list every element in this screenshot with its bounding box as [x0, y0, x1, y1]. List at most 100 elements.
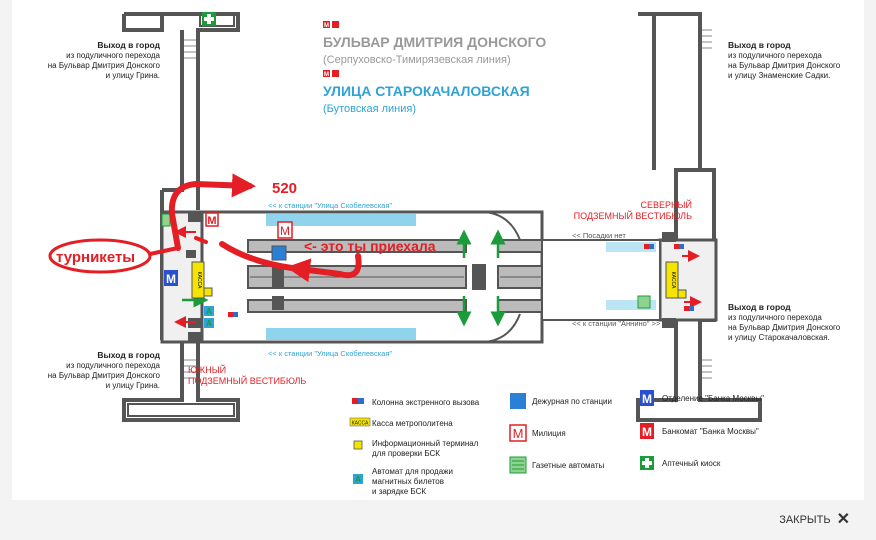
annotation-you-arrived: <- это ты приехала — [304, 238, 436, 254]
svg-text:Аптечный киоск: Аптечный киоск — [662, 459, 721, 468]
svg-text:КАССА: КАССА — [352, 421, 369, 427]
lower-track — [266, 328, 416, 340]
north-vestibule-label: СЕВЕРНЫЙ ПОДЗЕМНЫЙ ВЕСТИБЮЛЬ — [574, 199, 692, 221]
svg-text:и улицу Старокачаловская.: и улицу Старокачаловская. — [728, 333, 830, 342]
close-label: ЗАКРЫТЬ — [779, 514, 831, 526]
ticket-machine-legend-icon — [353, 474, 363, 484]
legend-newspaper: Газетные автоматы — [509, 456, 604, 474]
legend-ticket-machine: A Автомат для продажи магнитных билетов … — [353, 467, 453, 496]
central-arc-bottom — [483, 313, 521, 343]
right-track-bottom — [606, 300, 656, 310]
annotation-520: 520 — [272, 180, 297, 197]
svg-text:M: M — [324, 72, 329, 78]
legend-kassa: КАССА Касса метрополитена — [349, 417, 453, 428]
svg-text:A: A — [206, 307, 212, 316]
station-1: M БУЛЬВАР ДМИТРИЯ ДОНСКОГО (Серпуховско-… — [323, 21, 546, 66]
track-label-right-top: << Посадки нет — [572, 231, 626, 240]
svg-text:и улицу Знаменские Садки.: и улицу Знаменские Садки. — [728, 71, 830, 80]
station-2: M УЛИЦА СТАРОКАЧАЛОВСКАЯ (Бутовская лини… — [323, 70, 530, 115]
pylon-left-top — [272, 266, 284, 288]
annotation-turnstiles: турникеты — [56, 249, 135, 266]
upper-track — [266, 214, 416, 226]
kassa-right-label: КАССА — [670, 272, 676, 289]
svg-text:M: M — [513, 426, 524, 441]
svg-text:M: M — [166, 272, 176, 286]
svg-text:Выход в город: Выход в город — [97, 40, 160, 50]
svg-text:M: M — [324, 23, 329, 29]
left-stair-hatch — [184, 39, 196, 379]
pharmacy-icon — [202, 12, 216, 26]
svg-text:ПОДЗЕМНЫЙ ВЕСТИБЮЛЬ: ПОДЗЕМНЫЙ ВЕСТИБЮЛЬ — [574, 210, 692, 221]
legend-police: M Милиция — [509, 424, 566, 442]
legend-terminal: Информационный терминал для проверки БСК — [353, 439, 479, 458]
kassa-right — [665, 261, 679, 299]
svg-text:M: M — [642, 425, 652, 439]
exit-top-right: Выход в город из подуличного перехода на… — [728, 40, 841, 80]
legend-bank-branch: M Отделение "Банка Москвы" — [640, 390, 764, 406]
svg-text:ЮЖНЫЙ: ЮЖНЫЙ — [188, 364, 226, 375]
svg-text:Дежурная по станции: Дежурная по станции — [532, 397, 612, 406]
svg-text:на Бульвар Дмитрия Донского: на Бульвар Дмитрия Донского — [48, 61, 161, 70]
svg-text:Колонна экстренного вызова: Колонна экстренного вызова — [372, 398, 480, 407]
svg-text:Информационный терминал: Информационный терминал — [372, 439, 479, 448]
svg-text:Выход в город: Выход в город — [728, 40, 791, 50]
svg-text:Отделение "Банка Москвы": Отделение "Банка Москвы" — [662, 394, 764, 403]
legend: Колонна экстренного вызова КАССА Касса м… — [349, 390, 764, 496]
emergency-column-icon — [352, 398, 358, 404]
svg-text:и улицу Грина.: и улицу Грина. — [106, 71, 160, 80]
svg-text:и улицу Грина.: и улицу Грина. — [106, 381, 160, 390]
svg-text:из подуличного перехода: из подуличного перехода — [66, 51, 160, 60]
svg-text:A: A — [206, 319, 212, 328]
legend-emergency: Колонна экстренного вызова — [352, 398, 480, 407]
exit-bottom-left: Выход в город из подуличного перехода на… — [48, 350, 161, 390]
svg-text:M: M — [207, 215, 216, 227]
svg-text:из подуличного перехода: из подуличного перехода — [728, 51, 822, 60]
annotation-drawings — [48, 173, 362, 283]
pylon-left-bottom — [272, 296, 284, 310]
close-icon: ✕ — [836, 511, 850, 528]
left-stair-bottom — [127, 403, 235, 417]
info-terminal-icon — [203, 287, 213, 297]
svg-text:на Бульвар Дмитрия Донского: на Бульвар Дмитрия Донского — [48, 371, 161, 380]
central-arc-top — [483, 211, 521, 241]
ticket-office-icon — [349, 417, 371, 427]
duty-officer-legend-icon — [510, 393, 526, 409]
svg-text:из подуличного перехода: из подуличного перехода — [66, 361, 160, 370]
station-1-name: БУЛЬВАР ДМИТРИЯ ДОНСКОГО — [323, 34, 546, 50]
bank-branch-icon: M — [164, 270, 178, 286]
station-2-line: (Бутовская линия) — [323, 103, 416, 115]
legend-pharmacy: Аптечный киоск — [640, 456, 721, 470]
svg-text:СЕВЕРНЫЙ: СЕВЕРНЫЙ — [641, 199, 692, 210]
info-terminal-legend-icon — [353, 440, 363, 450]
svg-text:на Бульвар Дмитрия Донского: на Бульвар Дмитрия Донского — [728, 323, 841, 332]
south-vestibule-label: ЮЖНЫЙ ПОДЗЕМНЫЙ ВЕСТИБЮЛЬ — [188, 364, 306, 386]
track-label-bottom: << к станции "Улица Скобелевская" — [268, 349, 392, 358]
svg-text:для проверки БСК: для проверки БСК — [372, 449, 440, 458]
station-1-line: (Серпуховско-Тимирязевская линия) — [323, 54, 511, 66]
exit-bottom-right: Выход в город из подуличного перехода на… — [728, 302, 841, 342]
svg-text:ПОДЗЕМНЫЙ ВЕСТИБЮЛЬ: ПОДЗЕМНЫЙ ВЕСТИБЮЛЬ — [188, 375, 306, 386]
left-stair-top — [199, 13, 235, 27]
emergency-markers — [228, 244, 694, 317]
svg-text:Милиция: Милиция — [532, 429, 566, 438]
newspaper-machine-icon — [161, 213, 651, 309]
track-label-top: << к станции "Улица Скобелевская" — [268, 201, 392, 210]
legend-duty: Дежурная по станции — [510, 393, 612, 409]
station-map: КАССА КАССА A A M M M — [48, 12, 841, 496]
green-arrows — [182, 229, 506, 327]
close-button[interactable]: ЗАКРЫТЬ ✕ — [779, 512, 850, 528]
police-legend-icon — [509, 424, 527, 442]
right-track-top — [606, 242, 656, 252]
svg-text:Автомат для продажи: Автомат для продажи — [372, 467, 453, 476]
svg-text:Выход в город: Выход в город — [728, 302, 791, 312]
exit-top-left: Выход в город из подуличного перехода на… — [48, 40, 161, 80]
svg-text:и зарядке БСК: и зарядке БСК — [372, 487, 426, 496]
kassa-left-label: КАССА — [196, 272, 202, 289]
svg-text:Банкомат "Банка Москвы": Банкомат "Банка Москвы" — [662, 427, 759, 436]
exit-arrows — [174, 226, 702, 328]
right-stair-hatch — [702, 29, 712, 379]
police-icon: M M — [205, 212, 293, 239]
ticket-machine-icon: A A — [204, 306, 214, 328]
station-2-name: УЛИЦА СТАРОКАЧАЛОВСКАЯ — [323, 83, 530, 99]
